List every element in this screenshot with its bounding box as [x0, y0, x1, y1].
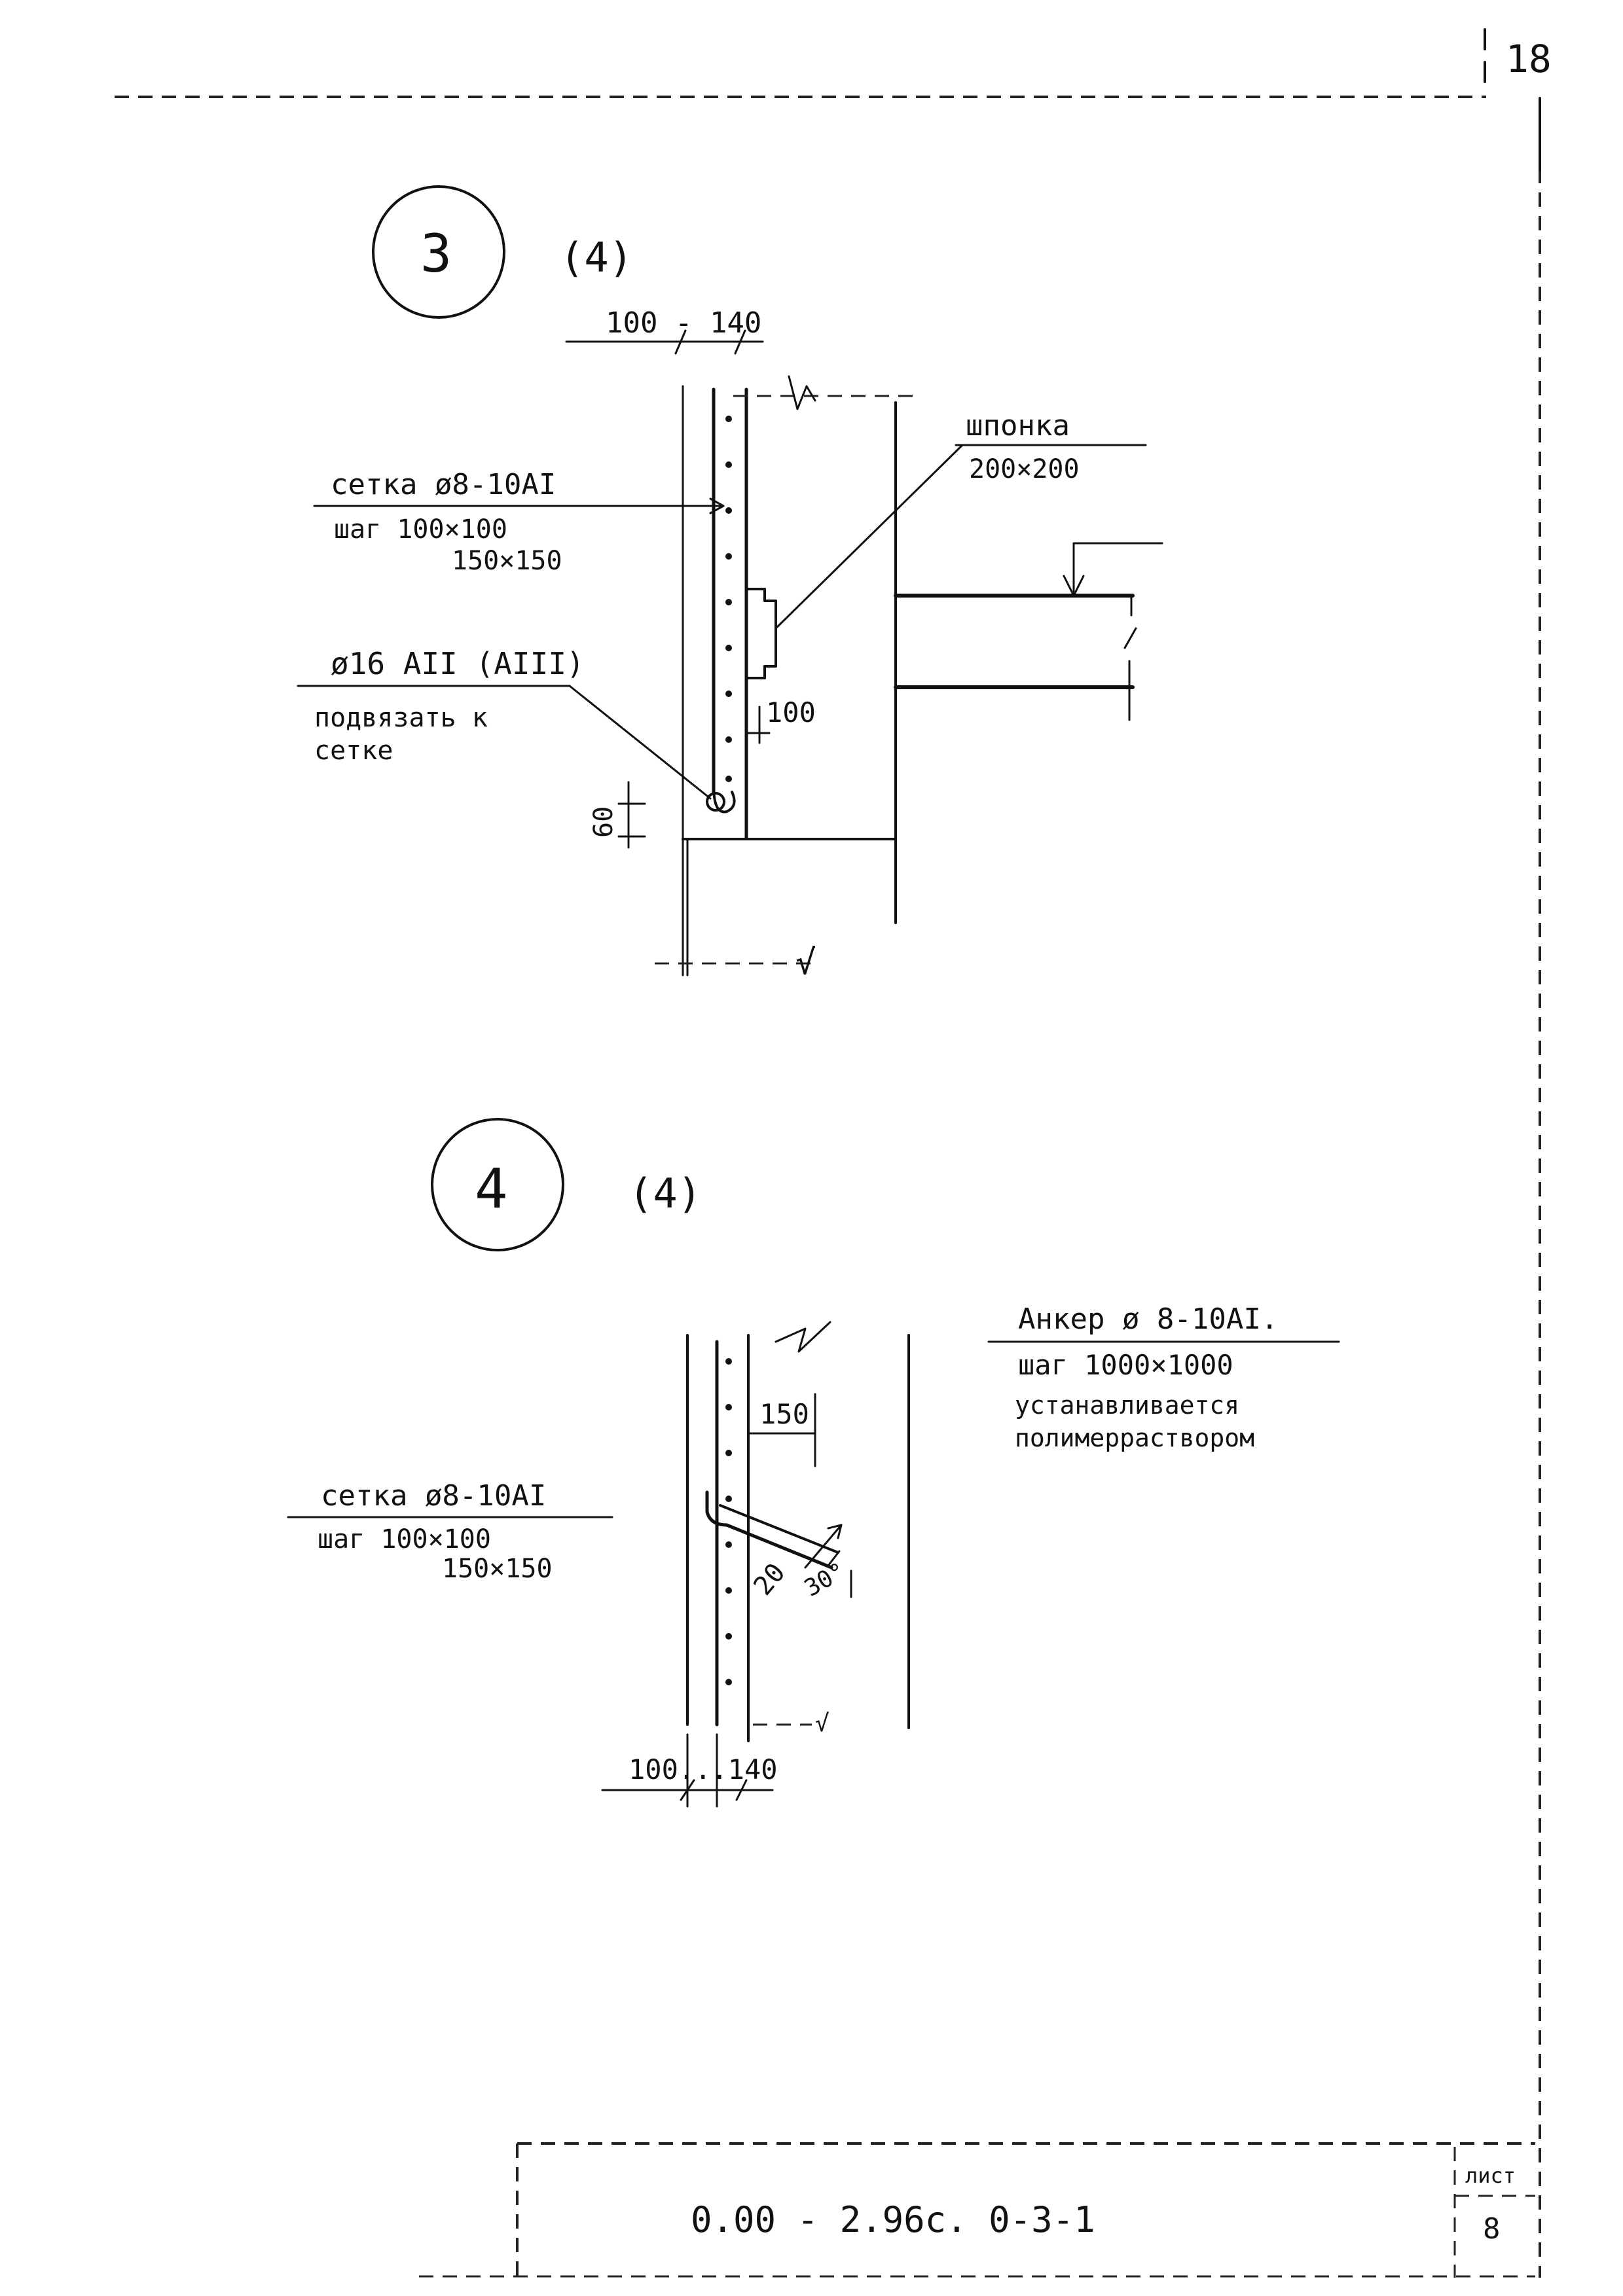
detail-3-mesh-step2: 150×150 — [452, 546, 562, 576]
detail-4-anchor-step: шаг 1000×1000 — [1018, 1349, 1233, 1381]
detail-4-dim-bottom: 100...140 — [629, 1753, 778, 1785]
stamp-label: лист — [1465, 2163, 1516, 2188]
detail-4: 4 (4) 150 20 30° — [287, 1118, 1340, 1808]
page-number: 18 — [1506, 37, 1552, 81]
detail-3-rebar-dots — [725, 416, 732, 782]
detail-4-number: 4 — [475, 1157, 508, 1221]
detail-4-mesh-step: шаг 100×100 — [318, 1524, 491, 1554]
detail-4-mesh-label: сетка ø8-10АI — [321, 1479, 546, 1513]
detail-4-anchor-label: Анкер ø 8-10АI. — [1018, 1302, 1278, 1336]
detail-3-tie-note-2: сетке — [314, 736, 393, 766]
detail-3-key-size: 200×200 — [969, 454, 1080, 484]
detail-3-dim-60: 60 — [589, 806, 619, 838]
detail-3-number: 3 — [420, 223, 452, 284]
detail-4-ref: (4) — [629, 1170, 702, 1217]
detail-3-dim-top: 100 - 140 — [606, 306, 761, 340]
detail-3-bar-label: ø16 АII (АIII) — [331, 646, 585, 681]
detail-4-circle — [431, 1118, 564, 1251]
sheet-number: 8 — [1483, 2212, 1501, 2246]
detail-4-dim-20: 20 — [748, 1558, 791, 1601]
detail-4-mesh-step2: 150×150 — [442, 1554, 553, 1584]
title-block: 0.00 - 2.96с. 0-3-1 лист 8 — [419, 2142, 1535, 2278]
sheet-frame — [115, 28, 1541, 2278]
detail-4-rebar-dots — [725, 1358, 732, 1685]
detail-4-anchor-note-1: устанавливается — [1015, 1391, 1239, 1420]
break-mark-bottom: √ — [795, 943, 816, 982]
detail-3-dim-100: 100 — [766, 696, 816, 728]
detail-3-key-label: шпонка — [966, 409, 1070, 442]
detail-3-ref: (4) — [560, 234, 633, 281]
break-mark-bottom-4: √ — [815, 1710, 830, 1737]
doc-code: 0.00 - 2.96с. 0-3-1 — [691, 2199, 1095, 2240]
detail-3-tie-note-1: подвязать к — [314, 703, 488, 733]
detail-3-mesh-step: шаг 100×100 — [334, 514, 507, 545]
detail-3-mesh-label: сетка ø8-10АI — [331, 468, 556, 501]
detail-3: 3 (4) 100 - 140 √ — [297, 185, 1163, 982]
detail-4-anchor-note-2: полимерраствором — [1015, 1424, 1254, 1452]
detail-4-dim-150: 150 — [759, 1398, 809, 1430]
detail-3-circle — [372, 185, 505, 319]
